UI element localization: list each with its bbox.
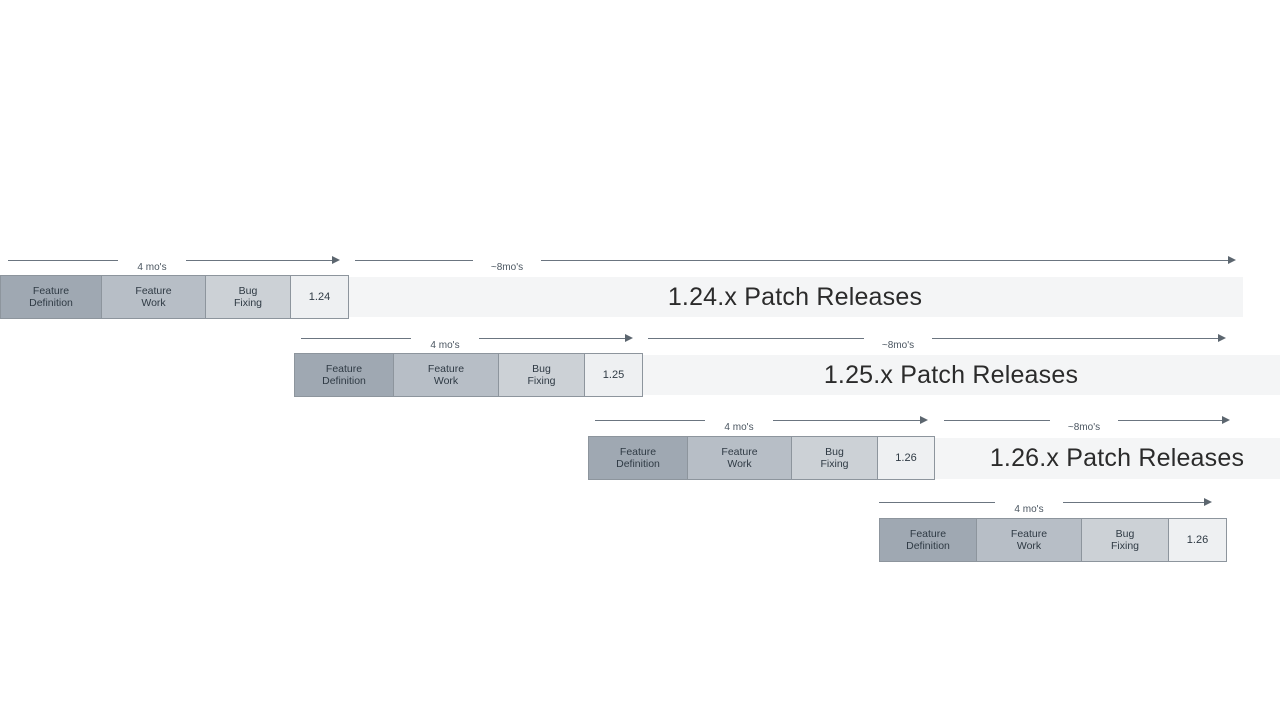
dimension-arrow-patch-support-release-1-25: ~8mo's <box>0 330 1280 351</box>
phase-label-line: Feature <box>1010 527 1048 540</box>
phase-version-stub-release-1-26: 1.26 <box>877 436 935 480</box>
dimension-line-right <box>1118 420 1223 421</box>
phase-version-stub-release-1-25: 1.25 <box>584 353 643 397</box>
dimension-arrowhead-icon <box>920 416 928 424</box>
dimension-arrow-development-release-1-25: 4 mo's <box>0 330 1280 351</box>
dimension-line-right <box>186 260 333 261</box>
dimension-arrow-development-release-1-24: 4 mo's <box>0 252 1280 273</box>
phase-label-line: Fixing <box>233 297 262 309</box>
dimension-label-development: 4 mo's <box>1014 504 1044 515</box>
dimension-label-development: 4 mo's <box>137 262 167 273</box>
dimension-arrow-development-release-1-27: 4 mo's <box>0 494 1280 515</box>
dimension-label-patch-support: ~8mo's <box>1067 422 1101 433</box>
dimension-line-left <box>944 420 1050 421</box>
dimension-arrowhead-icon <box>625 334 633 342</box>
dimension-arrow-patch-support-release-1-24: ~8mo's <box>0 252 1280 273</box>
dimension-arrowhead-icon <box>1228 256 1236 264</box>
dimension-line-left <box>8 260 118 261</box>
dimension-arrowhead-icon <box>332 256 340 264</box>
phase-label-line: Bug <box>238 284 258 297</box>
dimension-line-right <box>479 338 626 339</box>
dimension-arrow-development-release-1-26: 4 mo's <box>0 412 1280 433</box>
dimension-label-patch-support: ~8mo's <box>490 262 524 273</box>
phase-label-line: Definition <box>322 375 366 387</box>
phase-label-line: Work <box>141 297 166 309</box>
phase-label-line: Feature <box>427 362 465 375</box>
phase-label-line: Feature <box>721 445 758 458</box>
patch-release-label-release-1-26: 1.26.x Patch Releases <box>989 444 1245 472</box>
dimension-line-left <box>879 502 995 503</box>
phase-label-line: Work <box>433 375 459 387</box>
phase-label-line: Bug <box>825 445 844 458</box>
dimension-line-right <box>1063 502 1205 503</box>
phase-label-line: Feature <box>619 445 657 458</box>
dimension-arrowhead-icon <box>1204 498 1212 506</box>
dimension-line-right <box>773 420 921 421</box>
phase-label-line: Fixing <box>820 458 849 470</box>
patch-release-label-release-1-24: 1.24.x Patch Releases <box>667 282 923 311</box>
phase-label-line: 1.25 <box>602 368 625 381</box>
phase-label-line: Definition <box>906 540 950 552</box>
phase-label-line: 1.26 <box>895 451 917 464</box>
phase-label-line: Bug <box>532 362 551 375</box>
patch-release-label-release-1-25: 1.25.x Patch Releases <box>823 360 1079 389</box>
phase-label-line: Work <box>727 458 752 470</box>
phase-label-line: Definition <box>616 458 660 470</box>
dimension-line-right <box>932 338 1219 339</box>
dimension-line-left <box>595 420 705 421</box>
dimension-line-right <box>541 260 1229 261</box>
phase-label-line: Feature <box>32 284 70 297</box>
dimension-line-left <box>648 338 864 339</box>
phase-label-line: Feature <box>135 284 172 297</box>
phase-label-line: Feature <box>909 527 947 540</box>
dimension-arrow-patch-support-release-1-26: ~8mo's <box>0 412 1280 433</box>
dimension-label-development: 4 mo's <box>724 422 754 433</box>
dimension-line-left <box>301 338 411 339</box>
dimension-arrowhead-icon <box>1222 416 1230 424</box>
phase-label-line: Feature <box>325 362 363 375</box>
phase-label-line: Work <box>1016 540 1042 552</box>
dimension-label-development: 4 mo's <box>430 340 460 351</box>
phase-label-line: Definition <box>29 297 73 309</box>
phase-label-line: 1.24 <box>308 290 331 303</box>
phase-label-line: Fixing <box>527 375 556 387</box>
phase-version-stub-release-1-24: 1.24 <box>290 275 349 319</box>
phase-version-stub-release-1-27: 1.26 <box>1168 518 1227 562</box>
phase-label-line: Fixing <box>1110 540 1139 552</box>
phase-label-line: Bug <box>1115 527 1135 540</box>
dimension-label-patch-support: ~8mo's <box>881 340 915 351</box>
dimension-line-left <box>355 260 473 261</box>
dimension-arrowhead-icon <box>1218 334 1226 342</box>
phase-label-line: 1.26 <box>1186 533 1209 546</box>
